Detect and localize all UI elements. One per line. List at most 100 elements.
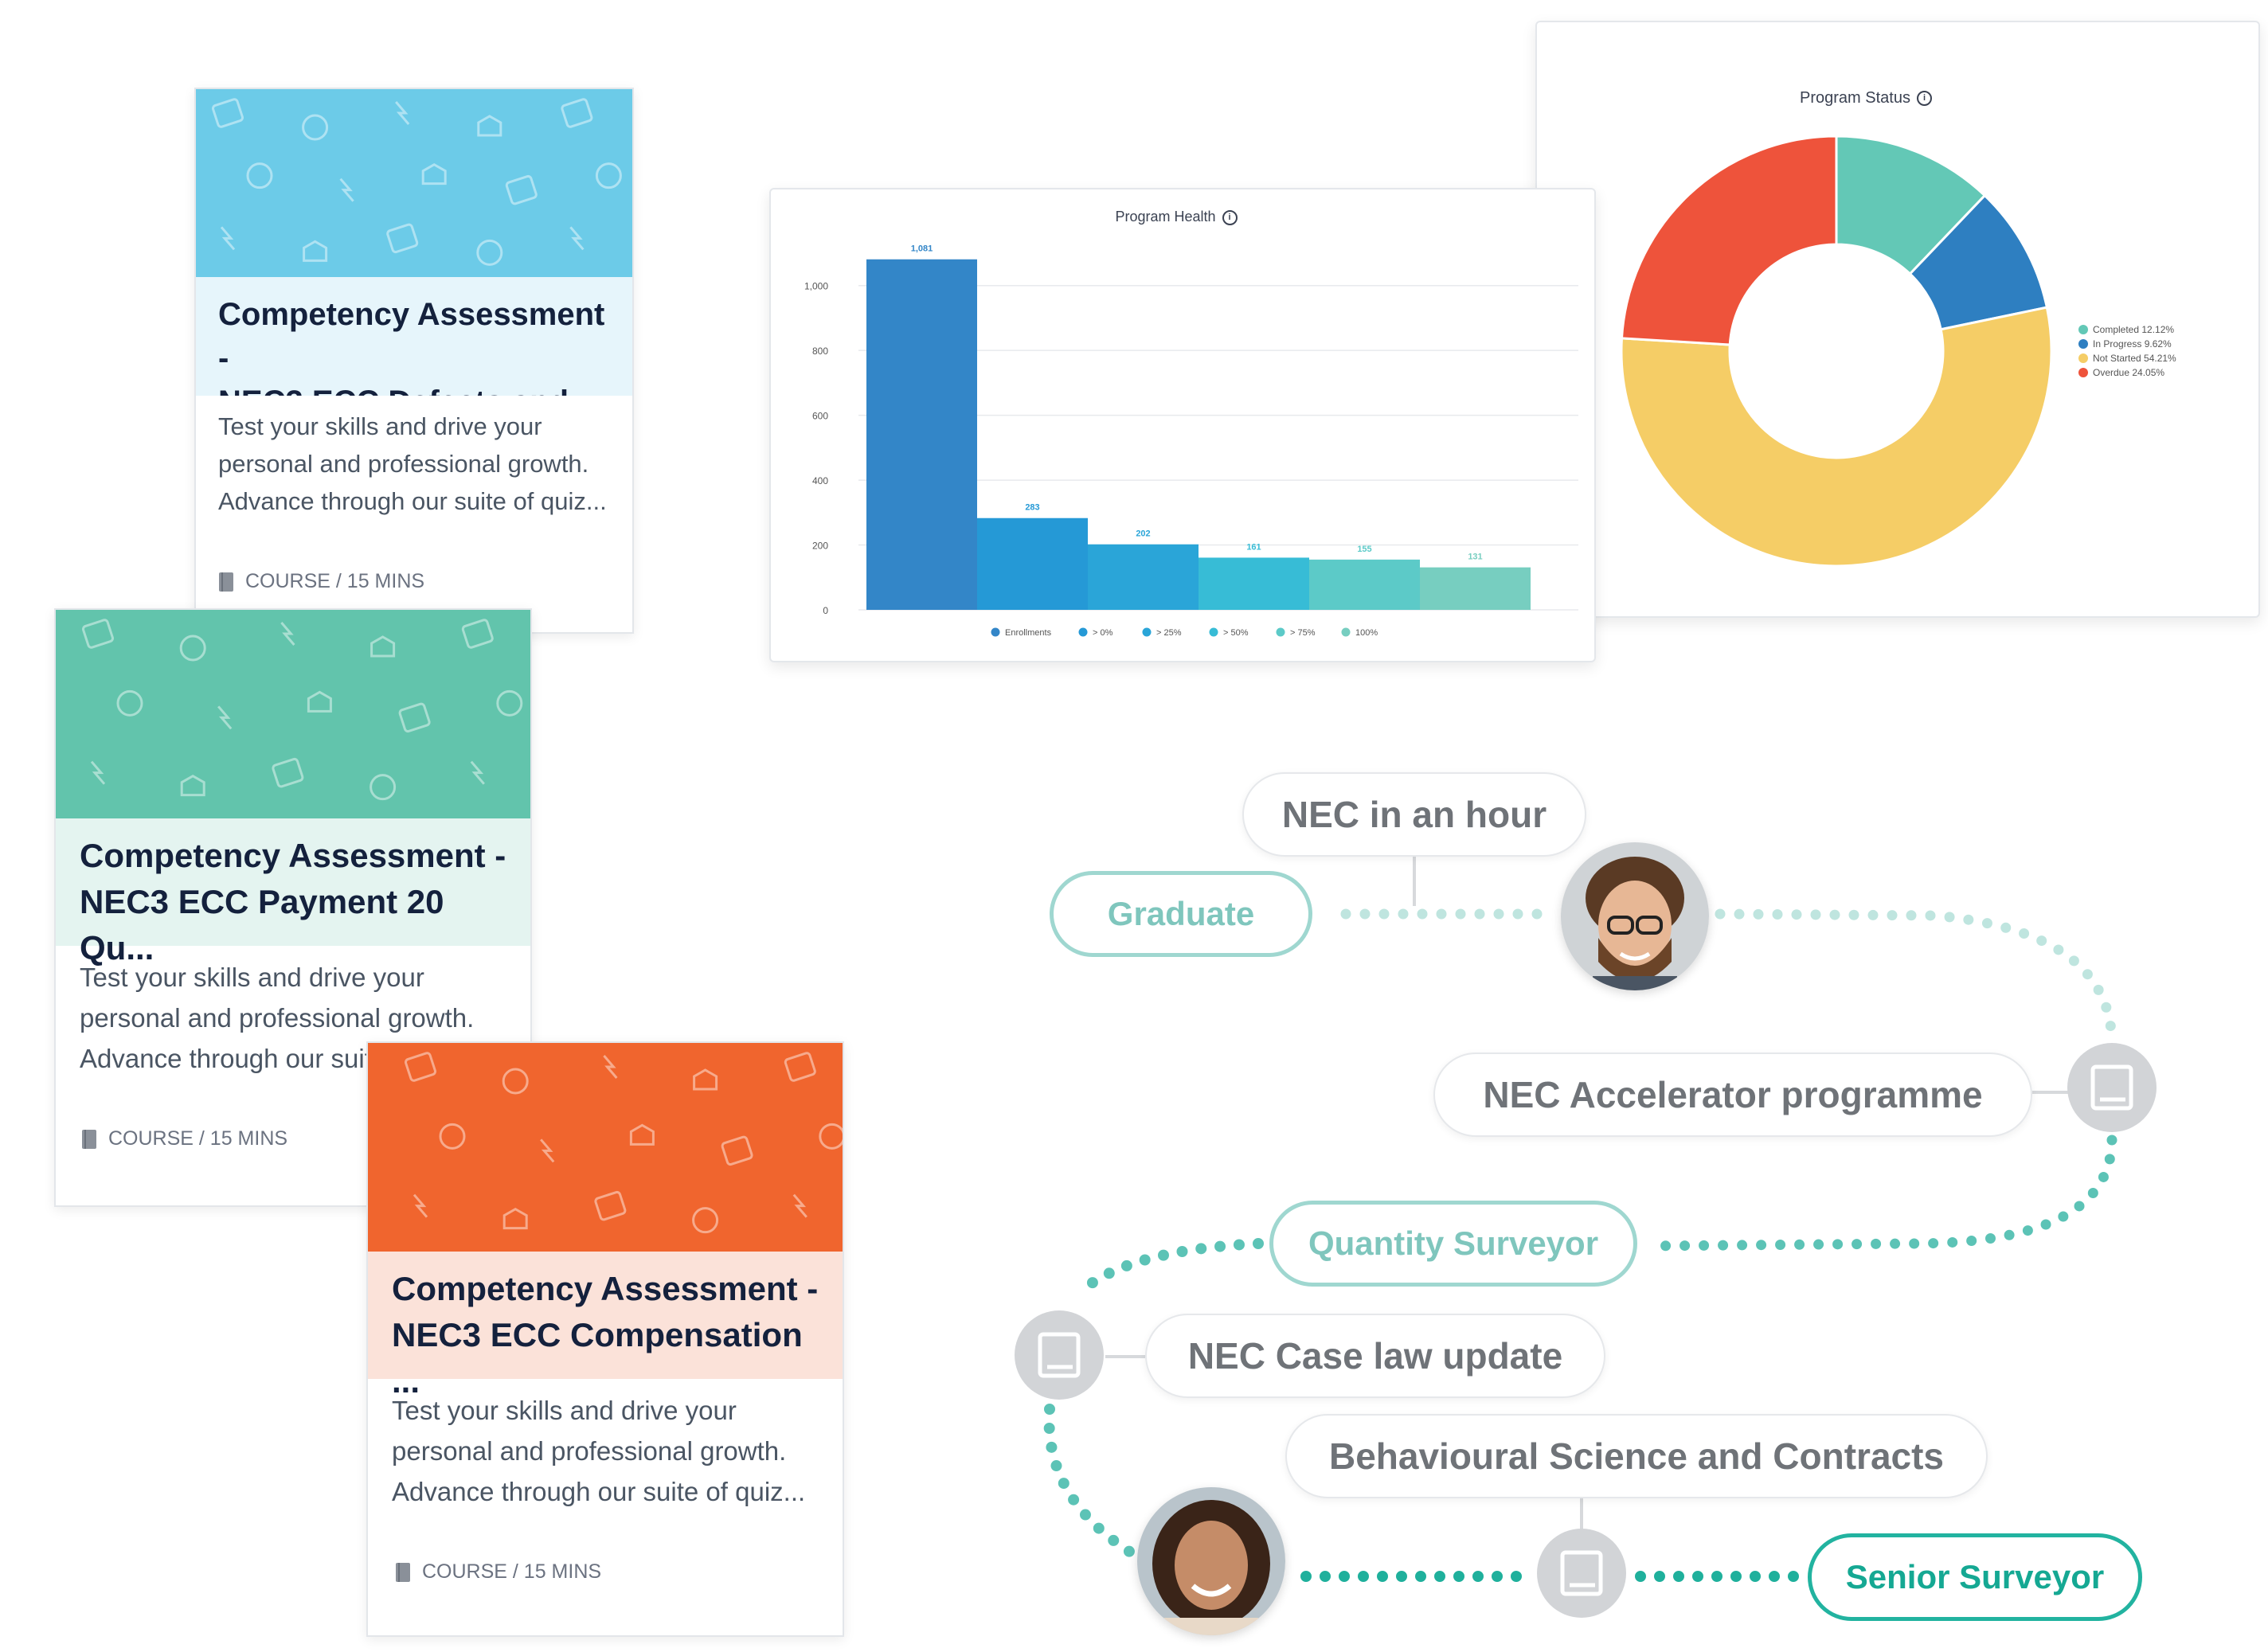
doodle-bolt	[569, 226, 585, 251]
book-icon	[82, 1129, 96, 1149]
doodle-bolt	[603, 1055, 618, 1079]
bar-value-label: 283	[1025, 503, 1039, 513]
path-book-node-case-law[interactable]	[1015, 1310, 1104, 1400]
legend-swatch	[2078, 368, 2088, 377]
doodle-box	[386, 223, 419, 254]
legend-label: Overdue 24.05%	[2093, 367, 2164, 378]
path-node-nec-case-law[interactable]: NEC Case law update	[1145, 1314, 1605, 1398]
doodle-circle	[116, 689, 143, 717]
doodle-circle	[502, 1068, 529, 1095]
legend-swatch	[2078, 353, 2088, 363]
doodle-circle	[692, 1207, 719, 1234]
legend-swatch	[1209, 627, 1218, 637]
doodle-house	[180, 774, 205, 797]
avatar-woman-icon	[1137, 1487, 1285, 1635]
legend-label: > 50%	[1223, 628, 1249, 638]
path-dotted-connector	[1043, 1404, 1136, 1558]
doodle-box	[398, 702, 431, 733]
legend-label: Enrollments	[1005, 628, 1052, 638]
path-role-senior-surveyor[interactable]: Senior Surveyor	[1808, 1533, 2142, 1621]
y-tick-label: 0	[823, 605, 828, 616]
card-meta: COURSE / 15 MINS	[218, 570, 424, 593]
path-role-quantity-surveyor[interactable]: Quantity Surveyor	[1269, 1201, 1637, 1287]
doodle-box	[561, 98, 593, 128]
path-book-node-accelerator[interactable]	[2067, 1043, 2157, 1132]
book-icon	[1560, 1550, 1603, 1596]
bar-4	[1309, 559, 1420, 610]
doodle-circle	[302, 114, 329, 141]
bar-0	[866, 259, 977, 610]
doodle-bolt	[90, 760, 106, 785]
doodle-house	[370, 635, 396, 658]
course-card-3[interactable]: Competency Assessment - NEC3 ECC Compens…	[366, 1041, 844, 1637]
doodle-circle	[179, 635, 206, 662]
doodle-bolt	[413, 1193, 428, 1218]
doodle-house	[477, 115, 502, 137]
path-node-nec-in-an-hour[interactable]: NEC in an hour	[1242, 772, 1586, 857]
legend-swatch	[1341, 627, 1351, 637]
bar-value-label: 161	[1246, 542, 1261, 552]
donut-slice-2	[1620, 306, 2053, 568]
doodle-bolt	[792, 1193, 807, 1218]
info-icon[interactable]: i	[1222, 209, 1238, 225]
doodle-box	[404, 1052, 437, 1082]
doodle-pattern-icon	[404, 1052, 843, 1234]
doodle-house	[421, 162, 447, 186]
legend-swatch	[2078, 325, 2088, 334]
path-node-behavioural-science[interactable]: Behavioural Science and Contracts	[1285, 1414, 1988, 1498]
legend-swatch	[1142, 627, 1152, 637]
doodle-bolt	[395, 101, 410, 125]
doodle-box	[81, 619, 115, 649]
card-description: Test your skills and drive your personal…	[218, 412, 607, 515]
doodle-circle	[496, 689, 523, 717]
bar-2	[1088, 544, 1199, 610]
path-role-graduate[interactable]: Graduate	[1050, 871, 1312, 957]
doodle-house	[303, 240, 328, 262]
doodle-box	[505, 174, 538, 205]
info-icon[interactable]: i	[1916, 91, 1932, 107]
card-banner	[56, 610, 530, 818]
doodle-circle	[246, 162, 273, 189]
doodle-pattern-icon	[81, 619, 523, 801]
card-meta: COURSE / 15 MINS	[81, 1127, 287, 1150]
program-status-donut-chart: Completed 12.12%In Progress 9.62%Not Sta…	[1620, 135, 2176, 568]
doodle-box	[272, 757, 304, 788]
doodle-house	[629, 1123, 655, 1146]
path-dotted-connector	[1077, 1238, 1264, 1295]
bar-value-label: 155	[1357, 545, 1371, 554]
avatar-man	[1561, 842, 1709, 990]
doodle-circle	[819, 1123, 843, 1150]
card-meta: COURSE / 15 MINS	[395, 1560, 601, 1584]
doodle-bolt	[280, 622, 295, 646]
legend-label: > 25%	[1156, 628, 1182, 638]
card-meta-text: COURSE / 15 MINS	[108, 1127, 288, 1150]
path-node-nec-accelerator[interactable]: NEC Accelerator programme	[1433, 1053, 2032, 1137]
path-dotted-connector	[1643, 1135, 2117, 1252]
donut-slice-0	[1835, 135, 1987, 276]
bar-1	[977, 517, 1088, 610]
course-card-1[interactable]: Competency Assessment - NEC3 ECC Defects…	[194, 88, 634, 634]
legend-label: > 0%	[1093, 628, 1113, 638]
book-icon	[2090, 1064, 2133, 1111]
card-title[interactable]: Competency Assessment - NEC3 ECC Compens…	[392, 1270, 819, 1400]
card-banner	[368, 1043, 843, 1252]
card-description: Test your skills and drive your personal…	[392, 1396, 806, 1506]
doodle-circle	[476, 239, 503, 266]
y-tick-label: 600	[812, 411, 828, 422]
legend-swatch	[991, 627, 1000, 637]
doodle-bolt	[339, 178, 354, 202]
donut-slice-3	[1620, 135, 1838, 346]
card-title[interactable]: Competency Assessment - NEC3 ECC Payment…	[80, 837, 506, 967]
card-banner	[196, 89, 632, 277]
path-book-node-behavioural[interactable]	[1537, 1529, 1626, 1618]
legend-label: 100%	[1355, 628, 1378, 638]
doodle-bolt	[540, 1138, 555, 1163]
legend-label: Completed 12.12%	[2093, 324, 2174, 335]
book-icon	[1038, 1332, 1081, 1378]
y-tick-label: 800	[812, 346, 828, 357]
doodle-box	[784, 1052, 816, 1082]
card-title-band	[56, 818, 530, 946]
